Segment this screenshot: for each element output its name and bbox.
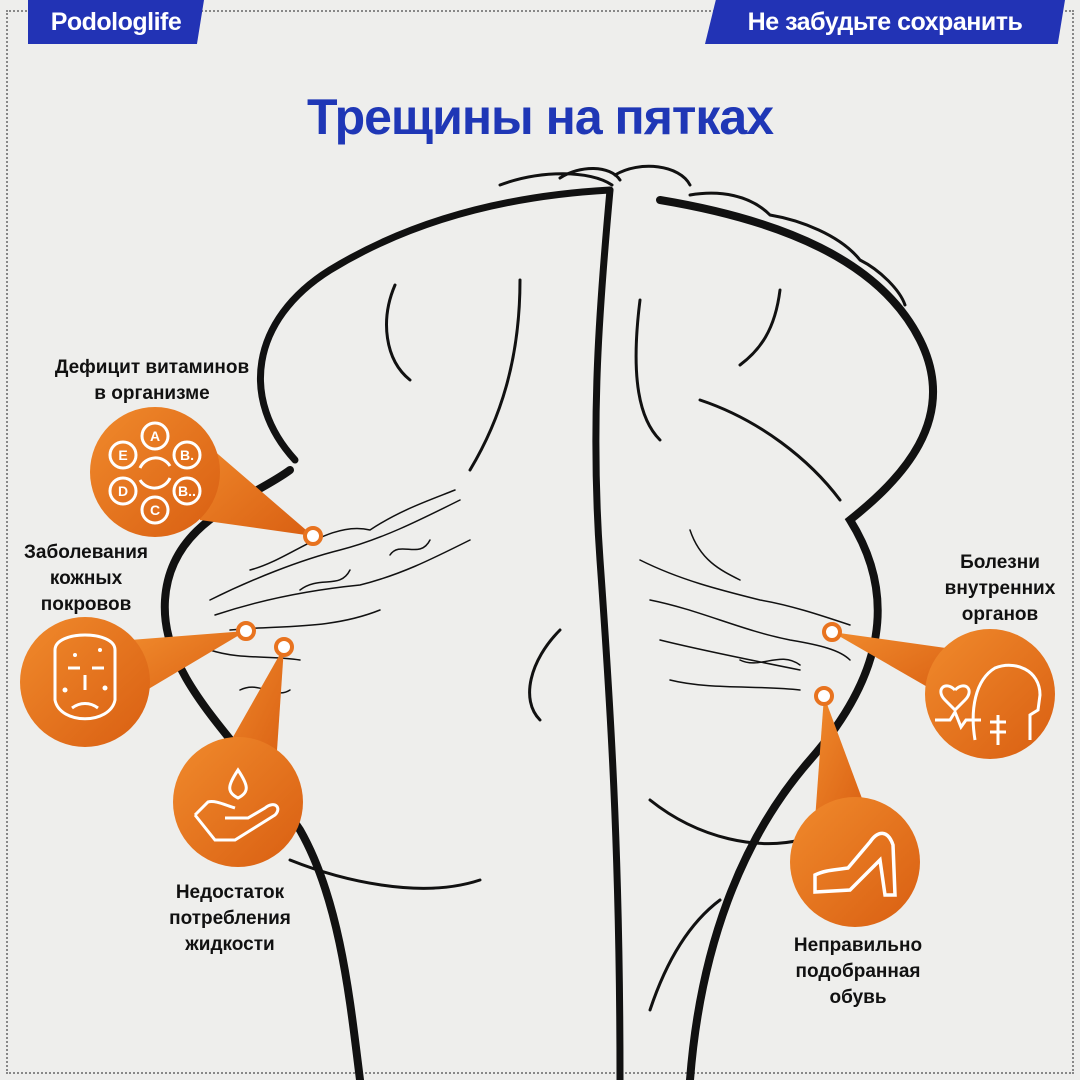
left-foot-outline <box>160 466 364 1080</box>
label-line: жидкости <box>185 934 275 955</box>
heels-line-art <box>160 164 937 1080</box>
center-foot-divider <box>592 186 624 1080</box>
label-line: органов <box>961 604 1039 625</box>
pointer-shoes <box>815 696 870 820</box>
label-fluid-deficiency: Недостаток потребления жидкости <box>100 880 360 958</box>
vitamin-label: E <box>118 447 127 463</box>
label-vitamin-deficiency: Дефицит витаминов в организме <box>22 355 282 407</box>
water-drop-hand-icon <box>173 737 303 867</box>
label-line: Дефицит витаминов <box>54 357 250 378</box>
label-line: Заболевания <box>24 542 148 563</box>
anchor-dot-organs <box>822 622 842 642</box>
label-skin-diseases: Заболевания кожных покровов <box>0 540 216 618</box>
label-line: Неправильно <box>793 935 923 956</box>
vitamin-label: A <box>150 428 160 444</box>
vitamin-label: B. <box>180 447 194 463</box>
save-reminder-banner: Не забудьте сохранить <box>705 0 1065 44</box>
dotted-frame <box>6 10 1074 1074</box>
anchor-dot-fluid <box>274 637 294 657</box>
vitamin-rings <box>108 421 202 525</box>
right-foot-contour-lines <box>634 288 842 1012</box>
left-foot-contour-lines <box>288 278 562 890</box>
internal-organs-icon <box>925 629 1055 759</box>
vitamin-label: D <box>118 483 128 499</box>
left-heel-cracks <box>209 489 471 694</box>
face-rash-icon <box>20 617 150 747</box>
cycle-arrows-icon <box>138 456 172 490</box>
vitamin-label: B.. <box>178 483 196 499</box>
toes-outline <box>498 167 622 187</box>
label-line: в организме <box>94 383 210 404</box>
anchor-dot-skin <box>236 621 256 641</box>
page-title: Трещины на пятках <box>306 89 774 145</box>
vitamin-label: C <box>150 502 160 518</box>
label-wrong-shoes: Неправильно подобранная обувь <box>728 933 988 1011</box>
anchor-dot-vitamins <box>303 526 323 546</box>
anchor-dots <box>236 526 842 706</box>
right-heel-cracks <box>639 529 851 691</box>
label-line: потребления <box>169 908 291 929</box>
label-line: кожных <box>49 568 123 589</box>
vitamins-icon: A B. B.. C D E <box>90 407 220 537</box>
left-foot-outline-top <box>256 186 614 464</box>
right-foot-outline <box>656 196 937 1080</box>
right-toes-outline <box>613 164 907 307</box>
pointer-vitamins <box>190 430 313 536</box>
label-internal-organs: Болезни внутренних органов <box>870 550 1080 628</box>
anchor-dot-shoes <box>814 686 834 706</box>
label-line: покровов <box>40 594 132 615</box>
pointer-skin <box>130 631 246 700</box>
high-heel-shoe-icon <box>790 797 920 927</box>
label-line: обувь <box>829 987 887 1008</box>
label-line: подобранная <box>795 961 921 982</box>
brand-banner: Podologlife <box>28 0 204 44</box>
label-line: Болезни <box>960 552 1040 573</box>
label-line: внутренних <box>944 578 1056 599</box>
label-line: Недостаток <box>175 882 285 903</box>
